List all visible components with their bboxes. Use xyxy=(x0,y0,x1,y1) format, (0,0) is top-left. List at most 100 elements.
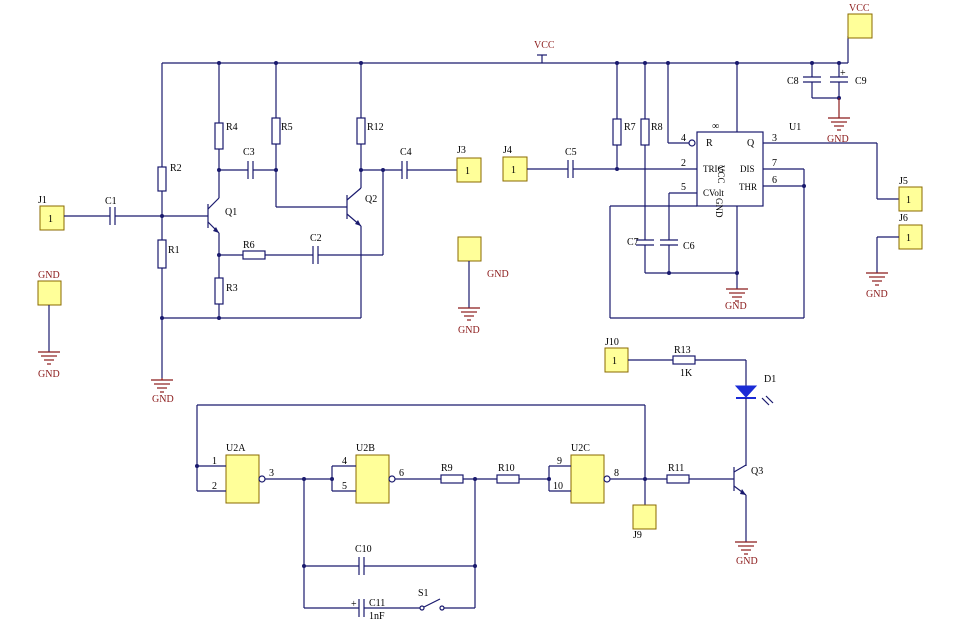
c5-label: C5 xyxy=(565,147,577,158)
r13-value: 1K xyxy=(680,368,693,379)
r5-bias: R5 xyxy=(271,63,347,208)
u2b-label: U2B xyxy=(356,443,375,454)
svg-text:3: 3 xyxy=(772,133,777,144)
c1-label: C1 xyxy=(105,196,117,207)
svg-text:1: 1 xyxy=(465,166,470,177)
r5-label: R5 xyxy=(281,122,293,133)
svg-text:8: 8 xyxy=(614,468,619,479)
r7-label: R7 xyxy=(624,122,636,133)
q2-transistor: Q2 R12 xyxy=(162,63,385,319)
svg-text:1: 1 xyxy=(48,214,53,225)
gnd-connector-left-label: GND xyxy=(38,270,60,281)
c11-plus: + xyxy=(351,599,357,610)
feedback-loop-top xyxy=(196,404,646,491)
u1-pin-q: Q xyxy=(747,138,755,149)
svg-text:3: 3 xyxy=(269,468,274,479)
gnd-label-c9: GND xyxy=(827,134,849,145)
c3-coupling: C3 xyxy=(219,147,278,179)
r1-label: R1 xyxy=(168,245,180,256)
svg-text:1: 1 xyxy=(212,456,217,467)
gnd-connector-mid-label: GND xyxy=(487,269,509,280)
u2a-label: U2A xyxy=(226,443,246,454)
u1-pin-trig: TRIG xyxy=(703,164,724,174)
r1-r2-divider: R2 R1 GND xyxy=(151,63,182,405)
c8-c9-decoupling: C8 C9 + GND xyxy=(787,61,867,145)
c6-c7-timing-caps: C7 C6 GND xyxy=(627,237,748,312)
c8-label: C8 xyxy=(787,76,799,87)
u2a-gate: U2A 1 2 3 xyxy=(195,443,332,504)
s1-label: S1 xyxy=(418,588,429,599)
gnd-label-left: GND xyxy=(38,369,60,380)
svg-text:10: 10 xyxy=(553,481,563,492)
u1-pin-r: R xyxy=(706,138,713,149)
r3-label: R3 xyxy=(226,283,238,294)
gnd-label-j6: GND xyxy=(866,289,888,300)
j9-label: J9 xyxy=(633,530,642,541)
svg-text:6: 6 xyxy=(399,468,404,479)
r6-label: R6 xyxy=(243,240,255,251)
q2-label: Q2 xyxy=(365,194,377,205)
svg-text:6: 6 xyxy=(772,175,777,186)
u1-pin-vcc: VCC xyxy=(716,165,726,184)
r12-label: R12 xyxy=(367,122,384,133)
u1-timer: R Q TRIG DIS CVolt THR VCC GND ∞ U1 4 2 … xyxy=(609,63,899,319)
svg-text:7: 7 xyxy=(772,158,777,169)
gnd-label-r1: GND xyxy=(152,394,174,405)
r9-label: R9 xyxy=(441,463,453,474)
j5-label: J5 xyxy=(899,176,908,187)
c2-label: C2 xyxy=(310,233,322,244)
c9-plus: + xyxy=(840,68,846,79)
svg-text:1: 1 xyxy=(906,195,911,206)
q1-label: Q1 xyxy=(225,207,237,218)
svg-text:5: 5 xyxy=(681,182,686,193)
q3-transistor: Q3 GND xyxy=(733,464,763,567)
c3-label: C3 xyxy=(243,147,255,158)
r10-label: R10 xyxy=(498,463,515,474)
u2c-label: U2C xyxy=(571,443,590,454)
svg-text:4: 4 xyxy=(681,133,686,144)
r6-c2-feedback: R6 C2 xyxy=(219,170,384,264)
j9-r11: J9 R11 xyxy=(632,463,734,541)
u2b-gate: U2B 4 5 6 xyxy=(330,443,441,504)
r13-label: R13 xyxy=(674,345,691,356)
c11-label: C11 xyxy=(369,598,385,609)
r4-label: R4 xyxy=(226,122,238,133)
u1-inf: ∞ xyxy=(712,121,719,132)
q1-transistor: Q1 R4 R3 xyxy=(207,63,238,320)
c10-c11-s1-timing: C10 + C11 1nF S1 xyxy=(302,479,477,622)
j5-j6-outputs: 1 J5 1 J6 GND xyxy=(866,176,923,300)
svg-text:1: 1 xyxy=(511,165,516,176)
j6-label: J6 xyxy=(899,213,908,224)
gnd-connector-left: GND GND xyxy=(37,270,62,380)
r8-label: R8 xyxy=(651,122,663,133)
j4-label: J4 xyxy=(503,145,512,156)
vcc-connector: VCC xyxy=(847,3,873,39)
c6-label: C6 xyxy=(683,241,695,252)
r2-label: R2 xyxy=(170,163,182,174)
j10-label: J10 xyxy=(605,337,619,348)
svg-text:1: 1 xyxy=(906,233,911,244)
c9-label: C9 xyxy=(855,76,867,87)
c4-j3-output: C4 1 J3 xyxy=(361,145,482,183)
c4-label: C4 xyxy=(400,147,412,158)
svg-text:2: 2 xyxy=(681,158,686,169)
r11-label: R11 xyxy=(668,463,684,474)
u2c-gate: U2C 9 10 8 xyxy=(547,443,667,504)
j3-label: J3 xyxy=(457,145,466,156)
u1-pin-cvolt: CVolt xyxy=(703,188,724,198)
c11-value: 1nF xyxy=(369,611,385,622)
gnd-label-mid: GND xyxy=(458,325,480,336)
j4-c5-trigger-input: 1 J4 C5 xyxy=(502,145,697,182)
svg-text:5: 5 xyxy=(342,481,347,492)
svg-text:2: 2 xyxy=(212,481,217,492)
gnd-label-u1: GND xyxy=(725,301,747,312)
gnd-connector-mid: GND GND xyxy=(457,236,509,336)
u1-pin-dis: DIS xyxy=(740,164,755,174)
j1-label: J1 xyxy=(38,195,47,206)
r9-r10: R9 R10 xyxy=(440,463,549,484)
svg-text:9: 9 xyxy=(557,456,562,467)
q3-label: Q3 xyxy=(751,466,763,477)
vcc-label-top: VCC xyxy=(534,40,555,51)
